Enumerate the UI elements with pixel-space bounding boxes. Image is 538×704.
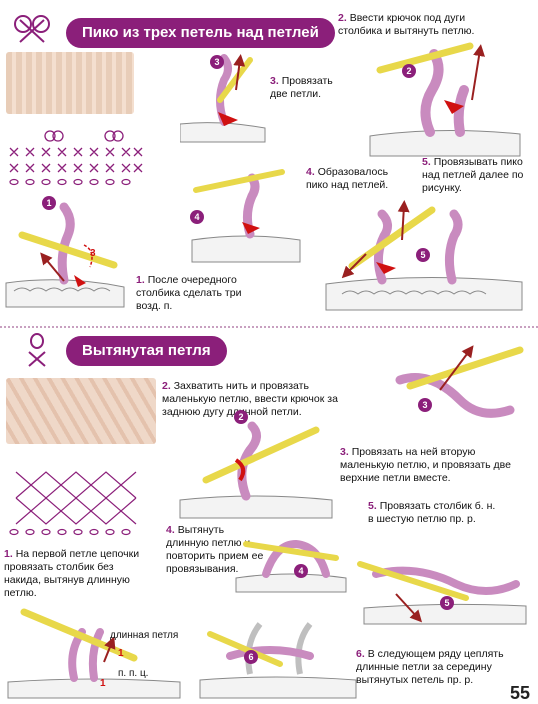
- elongated-step6-illustration: [199, 622, 357, 699]
- elongated-badge-6: 6: [244, 650, 258, 664]
- step-badge-4: 4: [190, 210, 204, 224]
- step-badge-5: 5: [416, 248, 430, 262]
- step-badge-1: 1: [42, 196, 56, 210]
- step-badge-2: 2: [402, 64, 416, 78]
- elongated-step5-illustration: [357, 561, 527, 625]
- picot-step3-illustration: [180, 54, 266, 143]
- step-badge-3: 3: [210, 55, 224, 69]
- elongated-badge-4: 4: [294, 564, 308, 578]
- elongated-step4-illustration: [235, 539, 347, 593]
- elongated-step6-caption: 6. В следующем ряду цеплять длинные петл…: [356, 648, 504, 686]
- picot-step2-caption: 2. Ввести крючок под дуги столбика и выт…: [338, 12, 475, 37]
- elongated-step2-illustration: [179, 421, 333, 519]
- picot-step4-caption: 4. Образовалось пико над петлей.: [306, 166, 389, 191]
- elongated-badge-3: 3: [418, 398, 432, 412]
- label-mark-1: 1: [118, 648, 124, 659]
- picot-step5-caption: 5. Провязывать пико над петлей далее по …: [422, 156, 524, 194]
- elongated-step5-caption: 5. Провязать столбик б. н. в шестую петл…: [368, 500, 496, 525]
- picot-step1-caption: 1. После очередного столбика сделать три…: [136, 274, 242, 312]
- label-long-loop: длинная петля: [110, 630, 179, 641]
- symbol-picot-icon: [14, 15, 50, 43]
- marker-3: 3: [90, 248, 96, 259]
- picot-chart-diagram: [9, 130, 143, 186]
- elongated-step2-caption: 2. Захватить нить и провязать маленькую …: [162, 380, 338, 418]
- picot-step3-caption: 3. Провязать две петли.: [270, 75, 333, 100]
- symbol-elongated-loop-icon: [28, 333, 46, 367]
- page-number: 55: [509, 683, 530, 703]
- elongated-step1-illustration: [7, 608, 181, 699]
- label-ch: п. п. ц.: [118, 668, 149, 679]
- elongated-loop-sample-photo: [6, 378, 156, 444]
- picot-step4-illustration: [191, 169, 301, 263]
- elongated-badge-5: 5: [440, 596, 454, 610]
- picot-step2-illustration: [369, 42, 521, 157]
- picot-step1-illustration: [5, 202, 125, 308]
- elongated-step3-caption: 3. Провязать на ней вторую маленькую пет…: [340, 446, 511, 484]
- elongated-loop-chart-diagram: [9, 471, 137, 536]
- elongated-step3-illustration: [395, 345, 524, 418]
- section-title-picot: Пико из трех петель над петлей: [66, 18, 335, 48]
- picot-sample-photo: [6, 52, 134, 114]
- section-divider: [0, 326, 538, 328]
- label-mark-1b: 1: [100, 678, 106, 689]
- section-title-elongated-loop: Вытянутая петля: [66, 336, 227, 366]
- elongated-badge-2: 2: [234, 410, 248, 424]
- picot-step5-illustration: [325, 200, 523, 311]
- elongated-step1-caption: 1. На первой петле цепочки провязать сто…: [4, 548, 140, 599]
- elongated-step4-caption: 4. Вытянуть длинную петлю и повторить пр…: [166, 524, 264, 575]
